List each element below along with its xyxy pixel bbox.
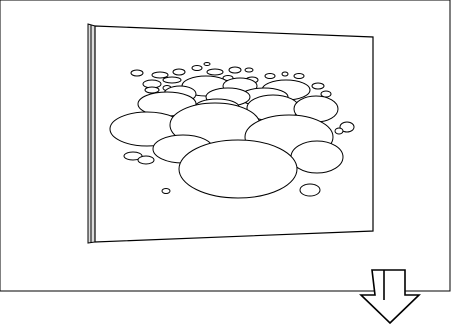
bubble [207,69,223,75]
bubble [229,67,241,73]
bubble [312,83,324,89]
bubble [145,87,159,93]
bubble [335,128,343,134]
bubble [291,141,343,173]
down-arrow-icon [361,270,419,323]
bubble [179,140,297,198]
bubble [152,72,168,78]
bubble [173,69,185,75]
bubble [265,74,275,79]
bubble [162,189,170,194]
bubble [282,72,288,76]
bubble [131,70,143,76]
bubble [245,68,253,72]
bubble [163,77,181,83]
bubble [300,184,320,196]
bubble [192,66,202,71]
bubble [204,63,210,66]
bubble [294,74,304,79]
bubble [138,156,154,164]
